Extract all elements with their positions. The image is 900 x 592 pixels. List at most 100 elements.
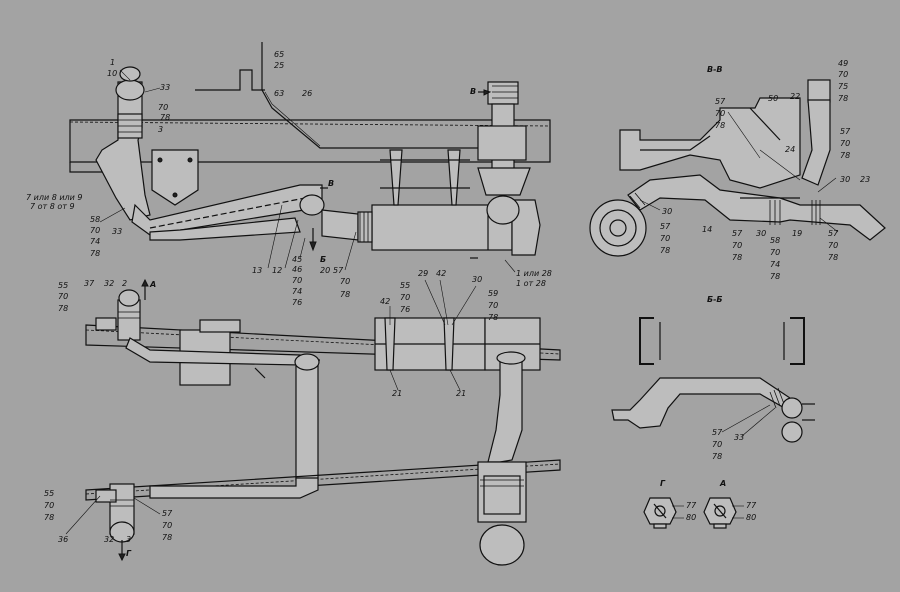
label-7-8-9-from: 7 от 8 от 9 — [30, 202, 75, 211]
label-21: 21 — [456, 389, 466, 398]
label-59: 59 — [488, 289, 498, 298]
label-23: 23 — [860, 175, 870, 184]
section-v-mark: В — [328, 179, 334, 188]
label-78: 78 — [160, 113, 170, 122]
label-70: 70 — [770, 248, 780, 257]
label-32: 32 — [104, 279, 114, 288]
detail-g-title: Г — [660, 479, 666, 488]
label-63: 63 — [274, 89, 284, 98]
label-78: 78 — [44, 513, 54, 522]
label-12: 12 — [272, 266, 282, 275]
label-19: 19 — [792, 229, 802, 238]
label-2: 2 — [122, 279, 127, 288]
label-80: 80 — [746, 513, 756, 522]
label-3: 3 — [126, 535, 131, 544]
label-25: 25 — [274, 61, 284, 70]
label-30: 30 — [472, 275, 482, 284]
label-78: 78 — [828, 253, 838, 262]
label-58: 58 — [90, 215, 100, 224]
label-70: 70 — [162, 521, 172, 530]
label-78: 78 — [660, 246, 670, 255]
label-1-from-28: 1 от 28 — [516, 279, 546, 288]
bottom-view-labels: 55 70 78 36 32 3 Г 57 70 78 — [44, 489, 173, 558]
detail-g: Г 77 80 — [643, 479, 697, 529]
label-50: 50 — [768, 94, 778, 103]
label-55: 55 — [44, 489, 54, 498]
label-1-or-28: 1 или 28 — [516, 269, 552, 278]
label-78: 78 — [58, 304, 68, 313]
label-26: 26 — [302, 89, 312, 98]
middle-view — [85, 278, 561, 566]
label-10: 10 — [107, 69, 117, 78]
label-33: 33 — [112, 227, 122, 236]
label-70: 70 — [340, 277, 350, 286]
label-70: 70 — [828, 241, 838, 250]
label-57: 57 — [828, 229, 839, 238]
label-78: 78 — [90, 249, 100, 258]
label-7-8-9-or: 7 или 8 или 9 — [26, 193, 82, 202]
label-42: 42 — [380, 297, 390, 306]
label-77: 77 — [746, 501, 757, 510]
label-36: 36 — [58, 535, 68, 544]
label-77: 77 — [686, 501, 697, 510]
top-view — [69, 42, 551, 259]
label-70: 70 — [58, 292, 68, 301]
section-vv-labels: 49 70 75 78 22 50 57 70 78 24 57 70 78 3… — [639, 59, 870, 281]
label-22: 22 — [790, 92, 800, 101]
label-78: 78 — [732, 253, 742, 262]
section-vv-title: В-В — [707, 65, 723, 74]
section-bb-view: Б-Б — [611, 295, 815, 443]
label-55: 55 — [400, 281, 410, 290]
section-bb-title: Б-Б — [707, 295, 723, 304]
label-70: 70 — [158, 103, 168, 112]
section-b-mark: Б — [320, 255, 326, 264]
label-74: 74 — [90, 237, 100, 246]
label-80: 80 — [686, 513, 696, 522]
label-32: 32 — [104, 535, 114, 544]
detail-a: А 77 80 — [703, 479, 757, 529]
label-30: 30 — [756, 229, 766, 238]
label-57: 57 — [732, 229, 743, 238]
label-76: 76 — [400, 305, 410, 314]
label-65: 65 — [274, 50, 284, 59]
middle-view-labels: 55 70 78 37 32 2 А 42 55 70 76 29 42 30 … — [58, 269, 498, 398]
label-24: 24 — [785, 145, 795, 154]
label-58: 58 — [770, 236, 780, 245]
label-70: 70 — [712, 440, 722, 449]
label-70: 70 — [715, 109, 725, 118]
section-g-arrow: Г — [126, 549, 132, 558]
label-78: 78 — [770, 272, 780, 281]
label-46: 46 — [292, 265, 302, 274]
label-57: 57 — [712, 428, 723, 437]
top-view-labels: 1 10 33 70 78 3 7 или 8 или 9 7 от 8 от … — [26, 50, 552, 307]
section-a-arrow: А — [149, 280, 156, 289]
label-3: 3 — [158, 125, 163, 134]
label-70: 70 — [838, 70, 848, 79]
label-70: 70 — [732, 241, 742, 250]
label-37: 37 — [84, 279, 95, 288]
detail-a-title: А — [719, 479, 726, 488]
label-57: 57 — [162, 509, 173, 518]
label-21: 21 — [392, 389, 402, 398]
label-57: 57 — [660, 222, 671, 231]
label-57: 57 — [715, 97, 726, 106]
label-70: 70 — [292, 276, 302, 285]
label-55: 55 — [58, 281, 68, 290]
label-74: 74 — [292, 287, 302, 296]
label-78: 78 — [840, 151, 850, 160]
label-70: 70 — [44, 501, 54, 510]
label-45: 45 — [292, 255, 302, 264]
label-78: 78 — [712, 452, 722, 461]
label-70: 70 — [660, 234, 670, 243]
label-78: 78 — [162, 533, 172, 542]
label-78: 78 — [488, 313, 498, 322]
label-14: 14 — [702, 225, 712, 234]
label-78: 78 — [715, 121, 725, 130]
label-49: 49 — [838, 59, 848, 68]
label-70: 70 — [400, 293, 410, 302]
section-bb-labels: 57 70 78 33 — [712, 404, 776, 461]
label-1: 1 — [110, 58, 115, 67]
label-57: 57 — [333, 266, 344, 275]
label-70: 70 — [840, 139, 850, 148]
